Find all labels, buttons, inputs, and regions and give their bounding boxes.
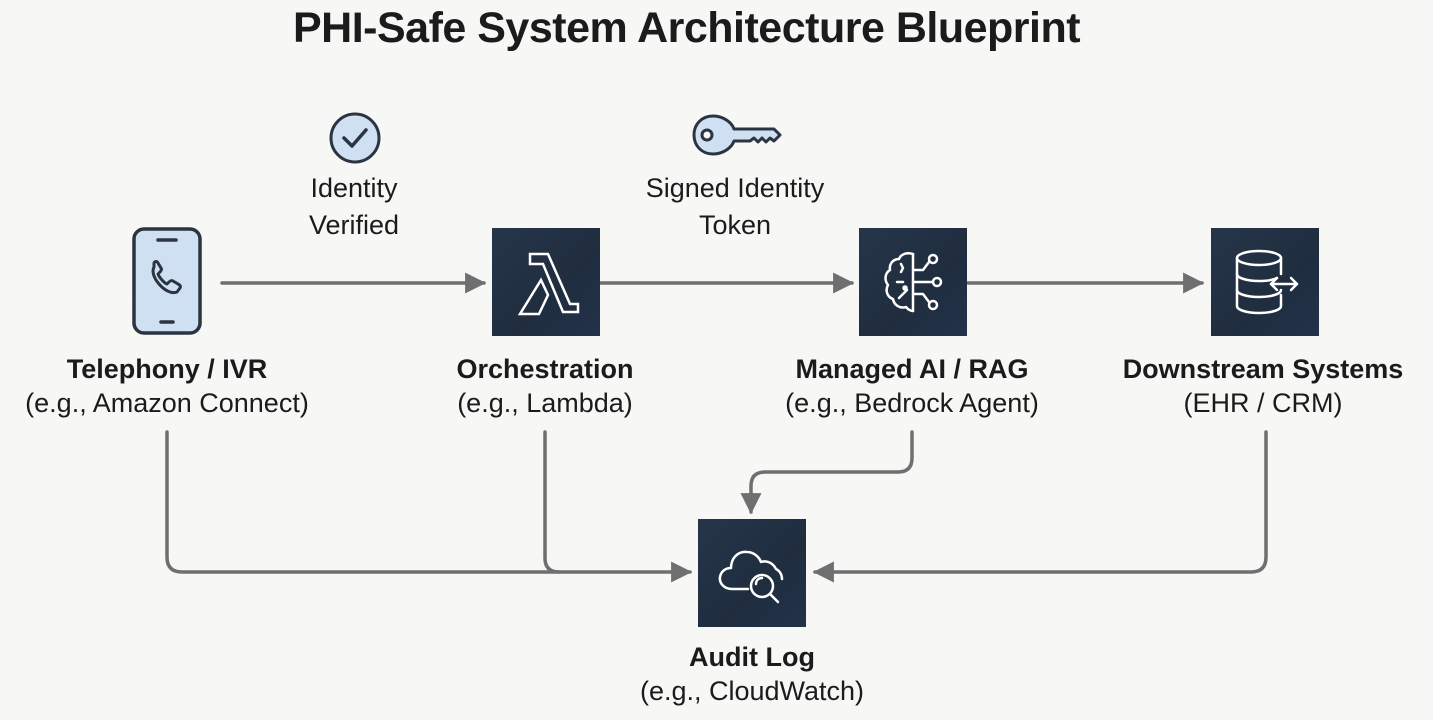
edge-label-line: Verified: [308, 210, 400, 240]
edge-orchestration-to-audit: [543, 430, 561, 574]
node-name: Telephony / IVR: [66, 354, 268, 384]
node-name: Managed AI / RAG: [795, 354, 1029, 384]
edge-telephony-to-audit: [165, 430, 693, 583]
edge-label-line: Identity: [310, 173, 398, 203]
node-subtitle: (EHR / CRM): [1183, 388, 1343, 418]
edge-managed-ai-to-audit: [740, 430, 914, 515]
node-name: Audit Log: [689, 642, 815, 672]
node-subtitle: (e.g., CloudWatch): [639, 676, 865, 706]
smartphone-call-icon: [132, 227, 202, 335]
node-label-orchestration: Orchestration (e.g., Lambda): [456, 352, 633, 420]
cloud-search-icon: [718, 550, 784, 604]
node-subtitle: (e.g., Amazon Connect): [25, 388, 309, 418]
brain-circuit-icon: [884, 251, 943, 313]
edge-label-line: Token: [698, 210, 772, 240]
node-downstream[interactable]: [1211, 228, 1319, 336]
database-exchange-icon: [1235, 249, 1299, 315]
node-label-telephony: Telephony / IVR (e.g., Amazon Connect): [25, 352, 309, 420]
lambda-icon: [517, 252, 580, 316]
edge-label-line: Signed Identity: [645, 173, 825, 203]
node-managed-ai[interactable]: [859, 228, 967, 336]
node-subtitle: (e.g., Bedrock Agent): [785, 388, 1039, 418]
node-telephony[interactable]: [132, 227, 202, 340]
key-icon: [690, 112, 784, 163]
check-circle-icon: [327, 110, 383, 171]
node-name: Orchestration: [456, 354, 634, 384]
node-name: Downstream Systems: [1122, 354, 1404, 384]
node-label-managed-ai: Managed AI / RAG (e.g., Bedrock Agent): [785, 352, 1039, 420]
node-label-downstream: Downstream Systems (EHR / CRM): [1123, 352, 1404, 420]
edge-downstream-to-audit: [812, 430, 1268, 583]
edge-label-identity-verified: Identity Verified: [309, 170, 399, 244]
node-audit-log[interactable]: [698, 519, 806, 627]
diagram-title: PHI-Safe System Architecture Blueprint: [292, 4, 1081, 52]
node-label-audit-log: Audit Log (e.g., CloudWatch): [640, 640, 864, 708]
node-orchestration[interactable]: [492, 228, 600, 336]
node-subtitle: (e.g., Lambda): [457, 388, 633, 418]
edge-label-signed-identity-token: Signed Identity Token: [646, 170, 825, 244]
